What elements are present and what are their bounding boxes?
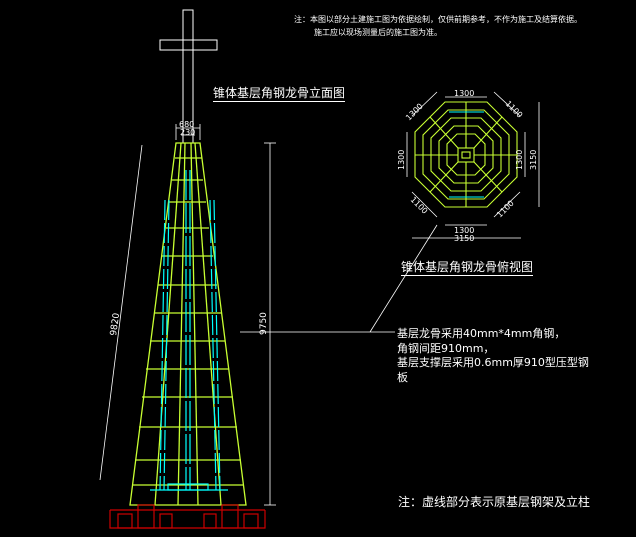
original-steel-columns	[150, 170, 228, 491]
plan-dim-diag-tr: 1100	[504, 99, 525, 120]
top-note: 注：本图以部分土建施工图为依据绘制，仅供前期参考，不作为施工及结算依据。 施工应…	[294, 13, 634, 39]
elevation-title: 锥体基层角钢龙骨立面图	[213, 86, 346, 102]
spec-callout: 基层龙骨采用40mm*4mm角钢， 角钢间距910mm， 基层支撑层采用0.6m…	[397, 327, 617, 385]
plan-original-columns	[449, 111, 484, 198]
dim-slant-length: 9820	[109, 312, 122, 336]
spec-line3: 基层支撑层采用0.6mm厚910型压型钢	[397, 356, 589, 369]
spec-line1: 基层龙骨采用40mm*4mm角钢，	[397, 327, 566, 340]
spec-line4: 板	[397, 370, 408, 384]
plan-dim-diag-bl: 1100	[409, 195, 430, 216]
top-note-line2: 施工应以现场测量后的施工图为准。	[314, 28, 442, 37]
dim-height: 9750	[259, 312, 269, 335]
plan-dim-bottom-inner: 1300	[454, 226, 474, 235]
plan-dim-right-inner: 1300	[515, 150, 524, 170]
dim-top-inner: 230	[180, 128, 195, 137]
elevation-dimensions	[99, 124, 438, 506]
plan-title: 锥体基层角钢龙骨俯视图	[401, 260, 534, 276]
base-foundation	[109, 504, 266, 529]
top-note-line1: 注：本图以部分土建施工图为依据绘制，仅供前期参考，不作为施工及结算依据。	[294, 15, 582, 24]
dim-top-outer: 680	[179, 120, 194, 129]
plan-dim-bottom-outer: 3150	[454, 234, 474, 243]
plan-dim-left: 1300	[397, 150, 406, 170]
pyramid-elevation	[129, 142, 247, 506]
pyramid-plan-view	[414, 101, 518, 208]
plan-dim-top: 1300	[454, 89, 474, 98]
spec-line2: 角钢间距910mm，	[397, 341, 495, 355]
horizontal-girts	[133, 157, 243, 486]
plan-dimensions	[406, 91, 540, 239]
plan-dim-right-outer: 3150	[529, 150, 538, 170]
plan-dim-diag-br: 1100	[495, 199, 516, 220]
bottom-note: 注：虚线部分表示原基层钢架及立柱	[398, 495, 591, 509]
plan-dim-diag-tl: 1300	[404, 102, 425, 123]
